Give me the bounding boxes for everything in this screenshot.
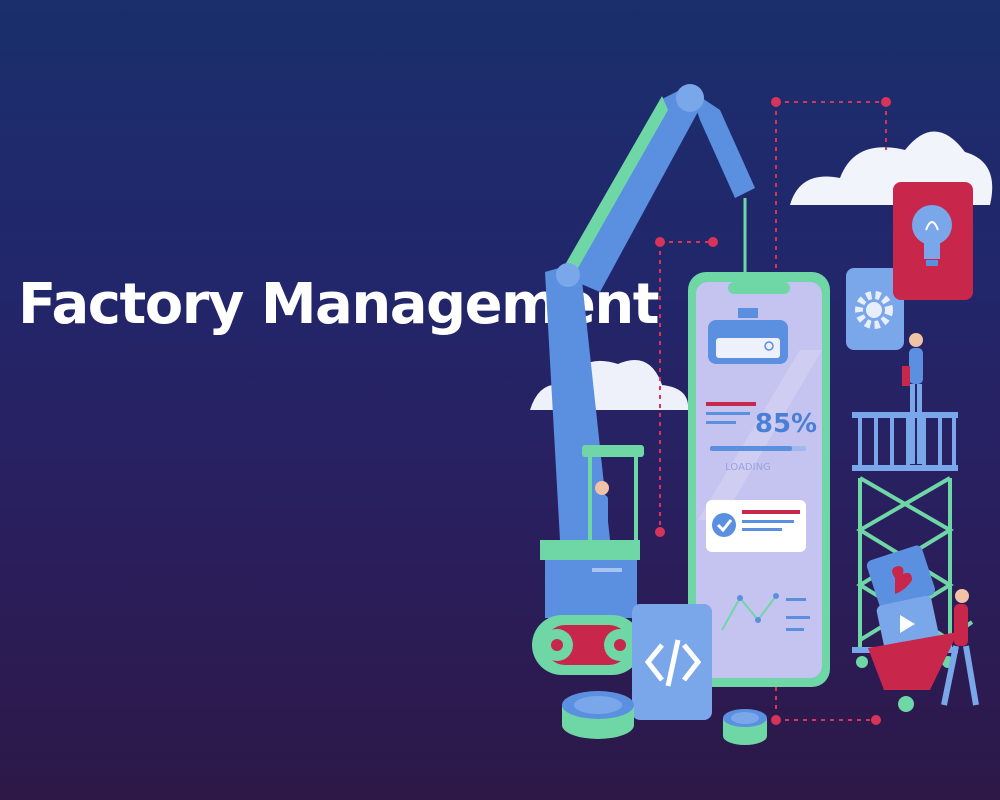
worker-icon [941, 589, 979, 706]
connector-pins [655, 97, 891, 725]
lightbulb-icon [893, 182, 973, 300]
gear-icon [846, 268, 904, 350]
checkmark-icon [712, 513, 736, 537]
progress-bar-fill [710, 446, 792, 451]
coin-icon [562, 691, 634, 739]
smartphone-icon: 85% LOADING [688, 272, 830, 687]
progress-percent: 85% [755, 409, 817, 439]
media-cards [866, 545, 940, 653]
loading-label: LOADING [725, 462, 771, 473]
code-icon [632, 604, 712, 720]
worker-icon [902, 333, 923, 464]
crane-arm-icon [532, 84, 755, 675]
coin-icon [723, 709, 767, 745]
